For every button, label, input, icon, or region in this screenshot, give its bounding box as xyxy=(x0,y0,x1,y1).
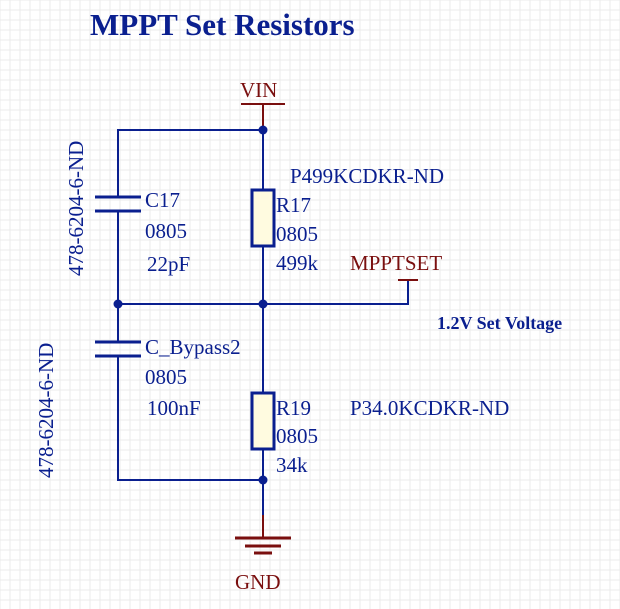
r17-part-number: P499KCDKR-ND xyxy=(290,164,444,188)
r17-body xyxy=(250,188,276,248)
mpptset-net-port[interactable]: MPPTSET xyxy=(350,251,442,281)
resistor-r19[interactable]: R19 0805 34k P34.0KCDKR-ND xyxy=(250,391,509,477)
junction-dot xyxy=(258,299,268,309)
wires xyxy=(117,129,409,515)
capacitor-c-bypass2[interactable]: C_Bypass2 0805 100nF 478-6204-6-ND xyxy=(34,335,241,478)
c-bypass2-package: 0805 xyxy=(145,365,187,389)
set-voltage-note: 1.2V Set Voltage xyxy=(437,313,562,333)
vin-power-port[interactable]: VIN xyxy=(240,78,285,130)
vin-label: VIN xyxy=(240,78,277,102)
wire-top-left xyxy=(117,129,263,197)
c-bypass2-value: 100nF xyxy=(147,396,201,420)
r19-part-number: P34.0KCDKR-ND xyxy=(350,396,509,420)
resistor-r17[interactable]: R17 0805 499k P499KCDKR-ND xyxy=(250,164,444,275)
mpptset-label: MPPTSET xyxy=(350,251,442,275)
junction-dot xyxy=(258,125,268,135)
r19-value: 34k xyxy=(276,453,308,477)
c17-value: 22pF xyxy=(147,252,190,276)
wire-bottom-left xyxy=(117,356,263,481)
r19-designator: R19 xyxy=(276,396,311,420)
c17-part-number: 478-6204-6-ND xyxy=(64,141,88,276)
r17-value: 499k xyxy=(276,251,319,275)
capacitor-c17[interactable]: C17 0805 22pF 478-6204-6-ND xyxy=(64,141,190,276)
wire-mid-horizontal xyxy=(118,280,409,305)
c17-designator: C17 xyxy=(145,188,180,212)
gnd-power-port[interactable]: GND xyxy=(235,515,291,594)
c-bypass2-part-number: 478-6204-6-ND xyxy=(34,343,58,478)
c-bypass2-designator: C_Bypass2 xyxy=(145,335,241,359)
c17-package: 0805 xyxy=(145,219,187,243)
r17-package: 0805 xyxy=(276,222,318,246)
r19-package: 0805 xyxy=(276,424,318,448)
junction-dot xyxy=(258,475,268,485)
junctions xyxy=(113,125,268,485)
junction-dot xyxy=(113,299,123,309)
sheet-title: MPPT Set Resistors xyxy=(90,7,355,42)
r19-body xyxy=(250,391,276,451)
gnd-label: GND xyxy=(235,570,281,594)
r17-designator: R17 xyxy=(276,193,311,217)
